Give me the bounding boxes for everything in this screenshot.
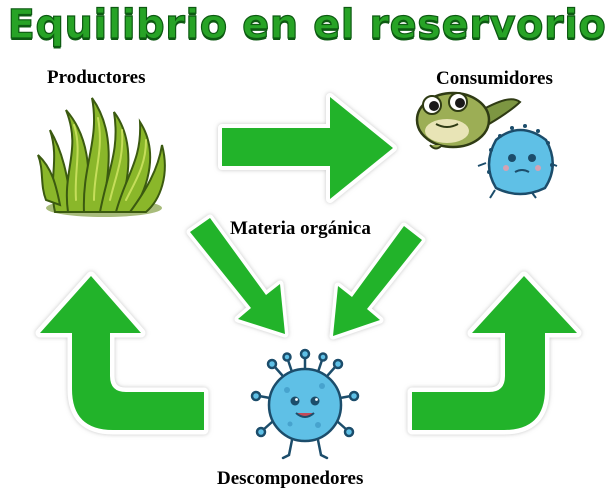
decomposers-to-consumers-arrow	[407, 271, 582, 435]
seaweed-icon	[37, 97, 166, 217]
virus-microbe-icon	[250, 348, 360, 460]
protozoa-icon	[477, 124, 558, 199]
organic-matter-label: Materia orgánica	[230, 218, 371, 239]
producers-to-consumers-arrow	[218, 93, 397, 203]
consumers-label: Consumidores	[436, 68, 553, 89]
consumers-to-decomposers-arrow	[329, 222, 426, 340]
decomposers-to-producers-arrow	[35, 271, 209, 435]
tadpole-icon	[415, 91, 522, 150]
diagram-title: Equilibrio en el reservorio	[7, 1, 607, 48]
producers-to-decomposers-arrow	[186, 214, 289, 338]
decomposers-label: Descomponedores	[217, 468, 364, 489]
producers-label: Productores	[47, 67, 146, 88]
